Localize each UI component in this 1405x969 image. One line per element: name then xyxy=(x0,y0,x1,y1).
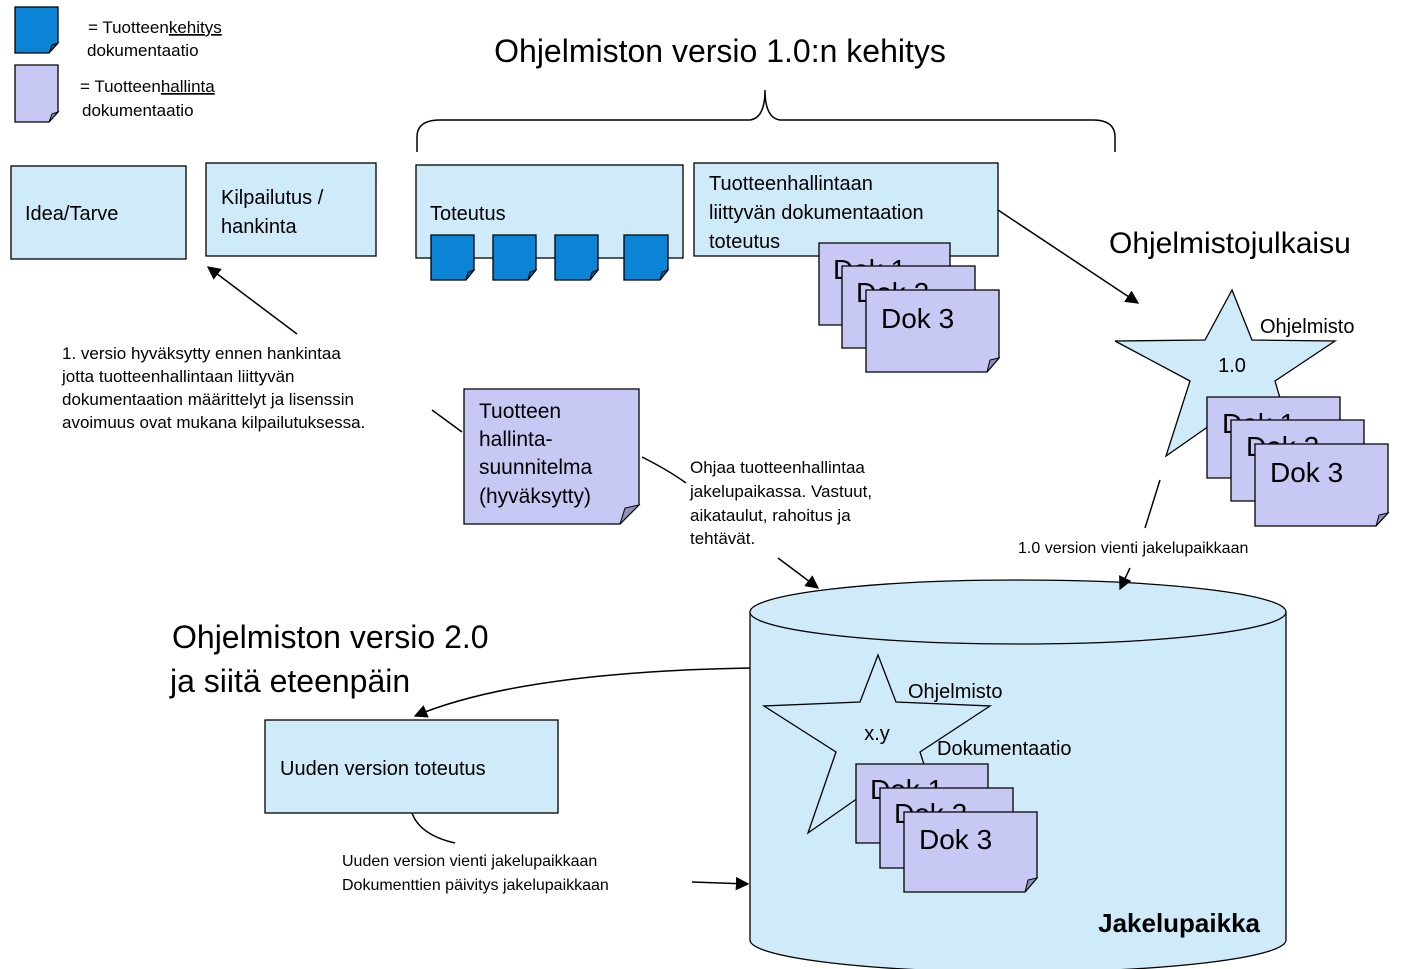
legend-mgmt-underlined: hallinta xyxy=(161,77,215,96)
mgmt-doc-box: Tuotteenhallintaan liittyvän dokumentaat… xyxy=(693,162,999,257)
kilpailutus-box: Kilpailutus / hankinta xyxy=(205,162,377,257)
plan-doc-label-1: Tuotteen xyxy=(479,400,561,423)
arrow-mgmt-to-release xyxy=(997,209,1140,304)
version2-title-1: Ohjelmiston versio 2.0 xyxy=(172,619,489,655)
arrow-new-export-to-repository xyxy=(691,876,750,891)
new-version-box: Uuden version toteutus xyxy=(264,719,559,814)
callout-plan-to-guide xyxy=(641,456,687,484)
dev-doc-icons xyxy=(430,234,670,281)
doc-stack-release: Dok 1 Dok 2 Dok 3 xyxy=(1206,396,1390,527)
mgmt-doc-label-3: toteutus xyxy=(709,231,780,253)
approved-note-line: jotta tuotteenhallintaan liittyvän xyxy=(61,367,295,386)
line-release-down xyxy=(1144,479,1161,529)
legend-mgmt-second: dokumentaatio xyxy=(82,101,194,120)
toteutus-box: Toteutus xyxy=(415,164,684,281)
legend-mgmt-doc-icon xyxy=(14,64,59,123)
arrow-repository-to-new-version xyxy=(413,667,751,718)
legend-dev-prefix: = Tuotteen xyxy=(88,18,169,37)
release-title: Ohjelmistojulkaisu xyxy=(1109,227,1351,260)
doc-3-label: Dok 3 xyxy=(1270,457,1343,488)
version1-brace xyxy=(416,89,1116,152)
guide-note-line: tehtävät. xyxy=(690,529,755,548)
plan-doc-label-2: hallinta- xyxy=(479,428,553,451)
new-version-label: Uuden version toteutus xyxy=(280,758,486,780)
mgmt-doc-label-2: liittyvän dokumentaation xyxy=(709,202,924,224)
legend-mgmt-prefix: = Tuotteen xyxy=(80,77,161,96)
arrow-guide-to-repository xyxy=(777,557,820,589)
legend: = Tuotteenkehitys dokumentaatio = Tuotte… xyxy=(14,6,222,123)
guide-note-line: Ohjaa tuotteenhallintaa xyxy=(690,458,865,477)
approved-note-line: dokumentaation määrittelyt ja lisenssin xyxy=(62,390,354,409)
repository-doc-label: Dokumentaatio xyxy=(937,738,1072,760)
release-star-label: Ohjelmisto xyxy=(1260,316,1354,338)
export-v1-note: 1.0 version vienti jakelupaikkaan xyxy=(1018,540,1248,557)
repository-star: Ohjelmisto x.y Dokumentaatio xyxy=(761,653,1072,835)
legend-dev-underlined: kehitys xyxy=(169,18,222,37)
callout-new-version-to-note xyxy=(411,812,456,844)
connectors xyxy=(206,209,1161,891)
plan-doc-label-4: (hyväksytty) xyxy=(479,485,591,508)
plan-doc-label-3: suunnitelma xyxy=(479,456,593,479)
repository-star-version: x.y xyxy=(864,723,890,745)
new-export-note-line: Dokumenttien päivitys jakelupaikkaan xyxy=(342,877,609,894)
doc-stack-dev: Dok 1 Dok 2 Dok 3 xyxy=(818,242,1001,373)
approved-note: 1. versio hyväksytty ennen hankintaa jot… xyxy=(61,344,365,432)
guide-note: Ohjaa tuotteenhallintaa jakelupaikassa. … xyxy=(689,458,872,548)
repository-name: Jakelupaikka xyxy=(1098,908,1260,938)
plan-doc: Tuotteen hallinta- suunnitelma (hyväksyt… xyxy=(463,388,641,525)
guide-note-line: aikataulut, rahoitus ja xyxy=(690,506,851,525)
arrow-note-to-kilpailutus xyxy=(206,266,298,335)
svg-text:= Tuotteenkehitys: = Tuotteenkehitys xyxy=(88,18,222,37)
approved-note-line: avoimuus ovat mukana kilpailutuksessa. xyxy=(62,413,365,432)
version1-title: Ohjelmiston versio 1.0:n kehitys xyxy=(494,33,946,69)
idea-box: Idea/Tarve xyxy=(10,165,187,260)
approved-note-line: 1. versio hyväksytty ennen hankintaa xyxy=(62,344,341,363)
doc-stack-repository: Dok 1 Dok 2 Dok 3 xyxy=(855,763,1039,893)
doc-3-label: Dok 3 xyxy=(919,824,992,855)
repository-star-label: Ohjelmisto xyxy=(908,681,1002,703)
svg-text:= Tuotteenhallinta: = Tuotteenhallinta xyxy=(80,77,215,96)
guide-note-line: jakelupaikassa. Vastuut, xyxy=(689,482,872,501)
mgmt-doc-label-1: Tuotteenhallintaan xyxy=(709,173,873,195)
legend-dev-second: dokumentaatio xyxy=(87,41,199,60)
arrow-export-to-repository xyxy=(1119,567,1132,591)
new-export-note-line: Uuden version vienti jakelupaikkaan xyxy=(342,853,597,870)
version2-title-2: ja siitä eteenpäin xyxy=(169,663,410,699)
doc-3-label: Dok 3 xyxy=(881,303,954,334)
kilpailutus-label-2: hankinta xyxy=(221,216,297,238)
callout-approved-to-plan xyxy=(431,409,463,433)
kilpailutus-label-1: Kilpailutus / xyxy=(221,187,324,209)
idea-label: Idea/Tarve xyxy=(25,203,118,225)
release-star-version: 1.0 xyxy=(1218,355,1246,377)
toteutus-label: Toteutus xyxy=(430,203,506,225)
